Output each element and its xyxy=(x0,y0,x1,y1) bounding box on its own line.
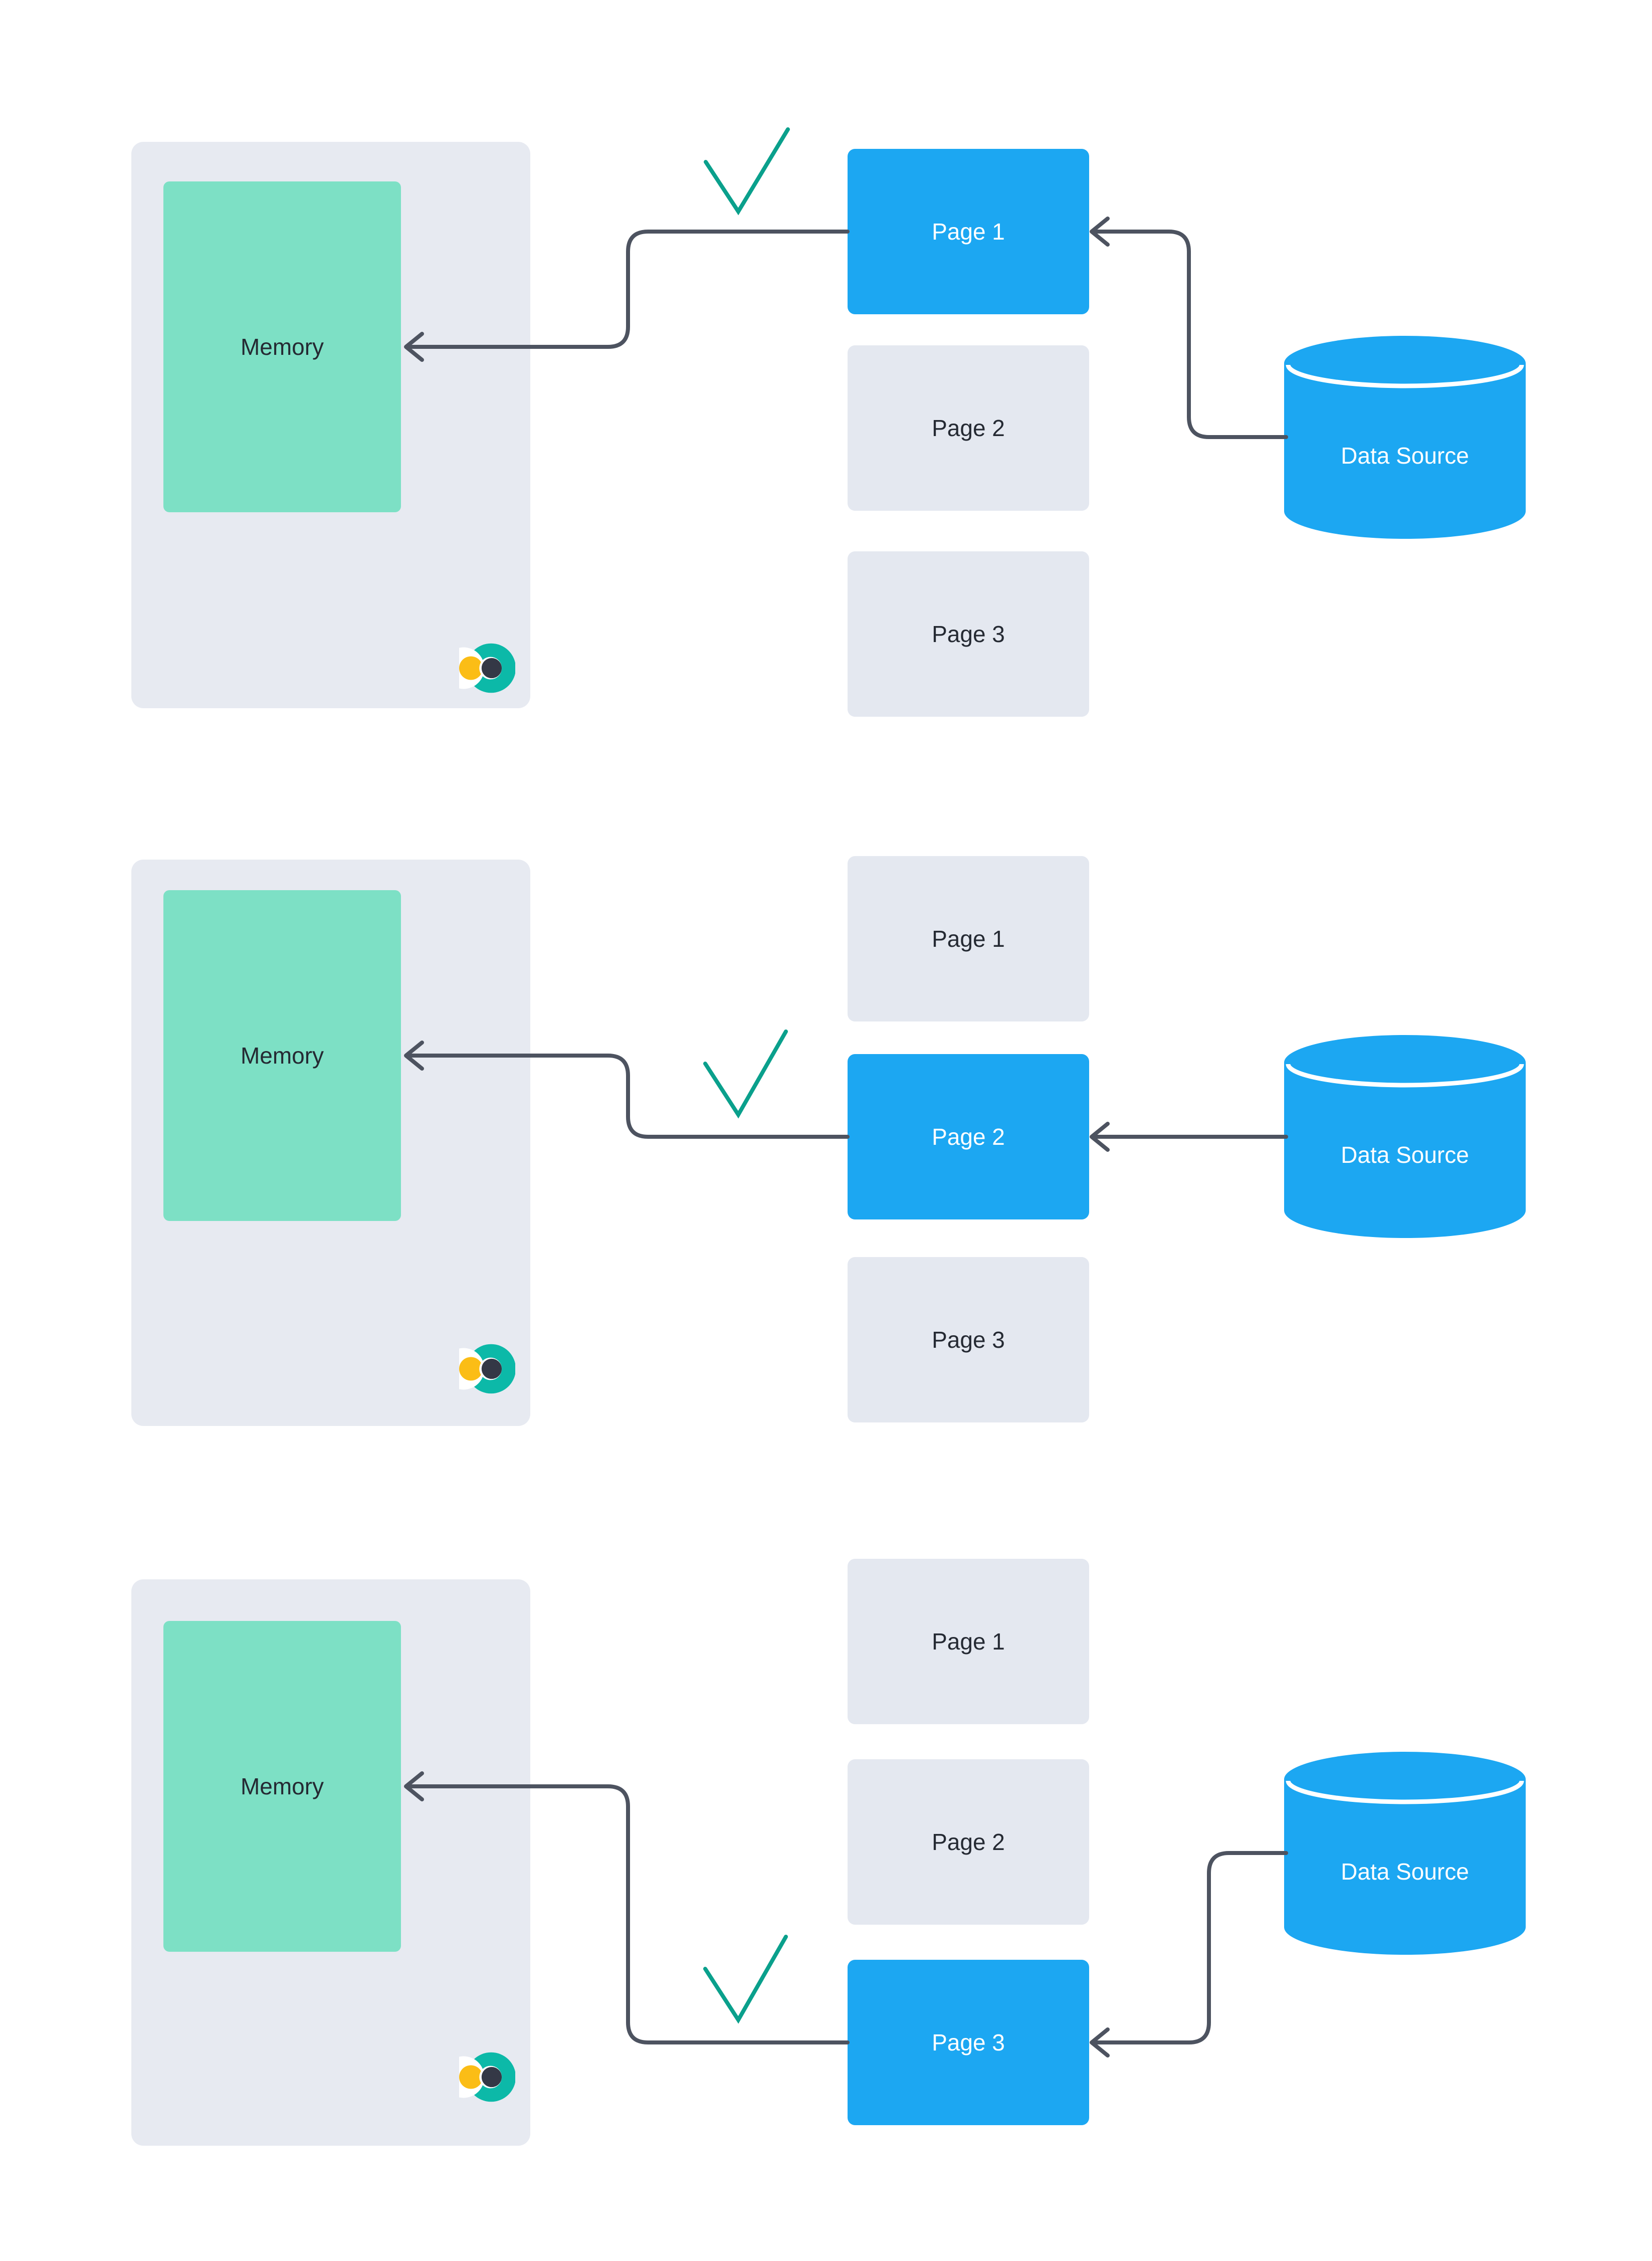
page-label: Page 1 xyxy=(932,219,1005,245)
datasource-label: Data Source xyxy=(1341,1859,1469,1885)
memory-box-3: Memory xyxy=(163,1621,401,1952)
memory-label: Memory xyxy=(240,1773,324,1799)
memory-box-1: Memory xyxy=(163,181,401,512)
memory-label: Memory xyxy=(240,334,324,360)
left-arrowhead-icon xyxy=(1090,217,1110,247)
page-box-page-3: Page 3 xyxy=(848,1257,1089,1422)
left-arrowhead-icon xyxy=(1090,1122,1110,1152)
page-label: Page 1 xyxy=(932,1628,1005,1655)
datasource-cylinder-1: Data Source xyxy=(1284,336,1526,539)
page-box-page-2: Page 2 xyxy=(848,345,1089,511)
page-label: Page 3 xyxy=(932,2029,1005,2056)
page-label: Page 2 xyxy=(932,415,1005,441)
arrow-datasource-to-page1 xyxy=(1092,230,1288,439)
page-label: Page 2 xyxy=(932,1829,1005,1855)
checkmark-icon-panel1 xyxy=(704,127,790,216)
left-arrowhead-icon xyxy=(1090,2027,1110,2058)
eclipse-logo-icon xyxy=(459,1341,515,1397)
page-label: Page 2 xyxy=(932,1124,1005,1150)
eclipse-logo-icon xyxy=(459,2049,515,2105)
datasource-cylinder-2: Data Source xyxy=(1284,1035,1526,1238)
cylinder-rim-line xyxy=(1286,364,1524,388)
page-box-page-1: Page 1 xyxy=(848,1559,1089,1724)
checkmark-icon-panel2 xyxy=(703,1030,788,1119)
page-box-page-3: Page 3 xyxy=(848,551,1089,717)
page-label: Page 3 xyxy=(932,1327,1005,1353)
memory-box-2: Memory xyxy=(163,890,401,1221)
page-box-page-3: Page 3 xyxy=(848,1960,1089,2125)
arrow-datasource-to-page3 xyxy=(1092,1851,1288,2044)
page-label: Page 1 xyxy=(932,926,1005,952)
datasource-label: Data Source xyxy=(1341,1142,1469,1168)
checkmark-icon-panel3 xyxy=(703,1935,788,2024)
page-label: Page 3 xyxy=(932,621,1005,647)
page-box-page-2: Page 2 xyxy=(848,1054,1089,1219)
cylinder-rim-line xyxy=(1286,1780,1524,1804)
page-box-page-2: Page 2 xyxy=(848,1759,1089,1925)
cylinder-rim-line xyxy=(1286,1064,1524,1088)
page-box-page-1: Page 1 xyxy=(848,856,1089,1021)
eclipse-logo-icon xyxy=(459,640,515,696)
datasource-cylinder-3: Data Source xyxy=(1284,1752,1526,1955)
page-box-page-1: Page 1 xyxy=(848,149,1089,314)
datasource-label: Data Source xyxy=(1341,443,1469,469)
memory-label: Memory xyxy=(240,1043,324,1069)
